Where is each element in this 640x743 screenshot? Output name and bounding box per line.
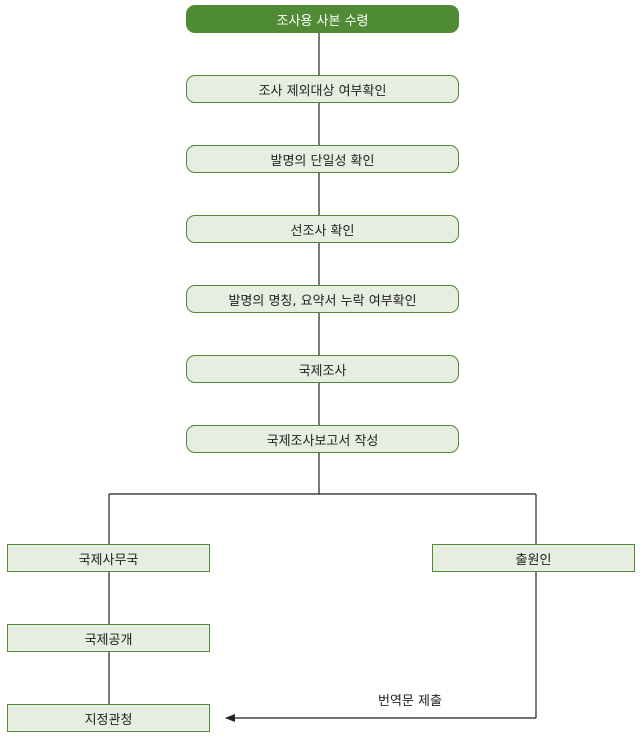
node-applicant-label: 출원인 bbox=[515, 552, 552, 568]
step-exclusion-check-label: 조사 제외대상 여부확인 bbox=[258, 83, 387, 99]
step-international-search-label: 국제조사 bbox=[298, 363, 347, 379]
step-title-abstract-check-label: 발명의 명칭, 요약서 누락 여부확인 bbox=[228, 293, 417, 309]
step-unity-check-label: 발명의 단일성 확인 bbox=[270, 153, 375, 169]
step-international-search: 국제조사 bbox=[186, 355, 459, 383]
node-applicant: 출원인 bbox=[432, 544, 635, 572]
step-prior-search-check: 선조사 확인 bbox=[186, 215, 459, 243]
step-report-writing-label: 국제조사보고서 작성 bbox=[266, 433, 379, 449]
node-international-publication-label: 국제공개 bbox=[84, 632, 133, 648]
node-designated-office: 지정관청 bbox=[7, 704, 210, 732]
step-title-abstract-check: 발명의 명칭, 요약서 누락 여부확인 bbox=[186, 285, 459, 313]
step-receive-copy-label: 조사용 사본 수령 bbox=[276, 13, 369, 29]
step-exclusion-check: 조사 제외대상 여부확인 bbox=[186, 75, 459, 103]
node-international-bureau-label: 국제사무국 bbox=[78, 552, 139, 568]
node-international-bureau: 국제사무국 bbox=[7, 544, 210, 572]
translation-submission-label: 번역문 제출 bbox=[378, 694, 442, 709]
node-designated-office-label: 지정관청 bbox=[84, 712, 133, 728]
step-unity-check: 발명의 단일성 확인 bbox=[186, 145, 459, 173]
step-receive-copy: 조사용 사본 수령 bbox=[186, 5, 459, 33]
step-prior-search-check-label: 선조사 확인 bbox=[290, 223, 355, 239]
node-international-publication: 국제공개 bbox=[7, 624, 210, 652]
step-report-writing: 국제조사보고서 작성 bbox=[186, 425, 459, 453]
